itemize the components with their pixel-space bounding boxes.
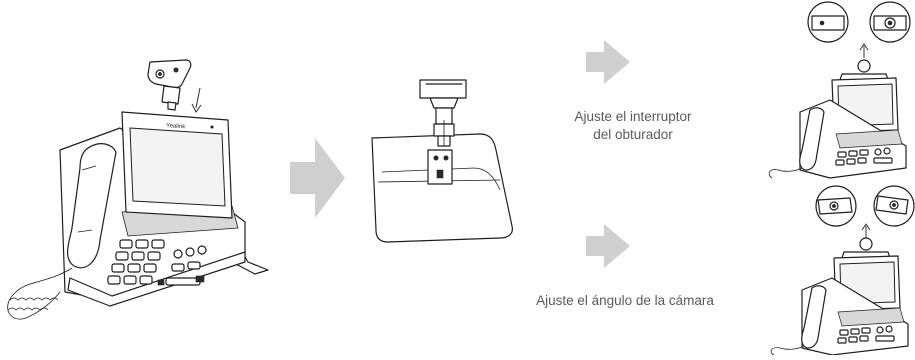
- phone-screen: [129, 127, 226, 207]
- phone-handset: [66, 143, 117, 269]
- brand-label: Yealink: [166, 123, 186, 130]
- up-arrow-icon: [859, 43, 869, 58]
- phone-with-camera-insertion: Yealink: [7, 59, 269, 320]
- camera-module: [147, 59, 192, 111]
- camera-slot: [427, 149, 453, 185]
- keypad: [107, 239, 207, 286]
- next-step-arrow-icon: [290, 138, 345, 218]
- shutter-caption-line-2: del obturador: [593, 127, 673, 142]
- shutter-caption-line-1: Ajuste el interruptor: [574, 109, 692, 124]
- angle-step-arrow-icon: [586, 224, 630, 268]
- handset-cord: [7, 267, 73, 320]
- shutter-adjustment: [768, 1, 911, 179]
- shutter-step-arrow-icon: [586, 40, 630, 84]
- angle-caption: Ajuste el ángulo de la cámara: [536, 293, 714, 308]
- up-arrow-icon: [861, 223, 871, 238]
- down-arrow-icon: [191, 87, 202, 113]
- phone-base-edge: [67, 251, 246, 307]
- angle-adjustment: [770, 185, 915, 356]
- shutter-caption: Ajuste el interruptor del obturador: [548, 108, 718, 144]
- rear-cover: [371, 133, 513, 243]
- display-rear-view: [371, 79, 513, 243]
